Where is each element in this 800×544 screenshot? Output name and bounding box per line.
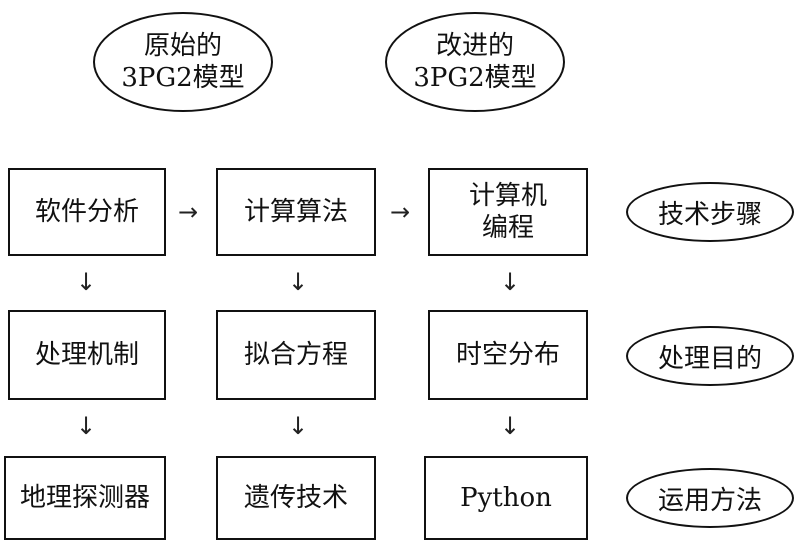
box-spatiotemporal-distribution-label: 时空分布 [455,340,560,370]
label-technical-steps: 技术步骤 [626,182,794,242]
down-arrow-icon: ↓ [76,268,97,296]
box-fitting-equation-label: 拟合方程 [243,340,348,370]
box-genetic-technique-label: 遗传技术 [243,483,348,513]
box-software-analysis: 软件分析 [8,168,166,256]
label-processing-purpose-text: 处理目的 [657,343,762,374]
label-applied-methods: 运用方法 [626,468,794,528]
box-geographic-detector: 地理探测器 [4,456,166,540]
right-arrow-icon: → [178,198,199,226]
box-computer-programming: 计算机 编程 [428,168,588,256]
box-computer-programming-line1: 计算机 [468,181,547,211]
box-python: Python [424,456,588,540]
improved-model-line1: 改进的 [435,31,514,61]
box-computing-algorithm-label: 计算算法 [243,197,348,227]
original-model-ellipse: 原始的 3PG2模型 [93,12,273,112]
box-geographic-detector-label: 地理探测器 [19,483,150,513]
down-arrow-icon: ↓ [76,412,97,440]
label-technical-steps-text: 技术步骤 [657,199,762,230]
down-arrow-icon: ↓ [288,268,309,296]
box-spatiotemporal-distribution: 时空分布 [428,310,588,400]
original-model-line2: 3PG2模型 [121,63,245,93]
box-computer-programming-line2: 编程 [481,213,534,243]
box-python-label: Python [460,483,552,513]
box-processing-mechanism-label: 处理机制 [34,340,139,370]
box-software-analysis-label: 软件分析 [34,197,139,227]
label-processing-purpose: 处理目的 [626,326,794,386]
box-processing-mechanism: 处理机制 [8,310,166,400]
box-fitting-equation: 拟合方程 [216,310,376,400]
original-model-line1: 原始的 [143,31,222,61]
box-computing-algorithm: 计算算法 [216,168,376,256]
down-arrow-icon: ↓ [500,412,521,440]
improved-model-ellipse: 改进的 3PG2模型 [385,12,565,112]
down-arrow-icon: ↓ [500,268,521,296]
label-applied-methods-text: 运用方法 [657,485,762,516]
box-genetic-technique: 遗传技术 [216,456,376,540]
down-arrow-icon: ↓ [288,412,309,440]
improved-model-line2: 3PG2模型 [413,63,537,93]
right-arrow-icon: → [390,198,411,226]
